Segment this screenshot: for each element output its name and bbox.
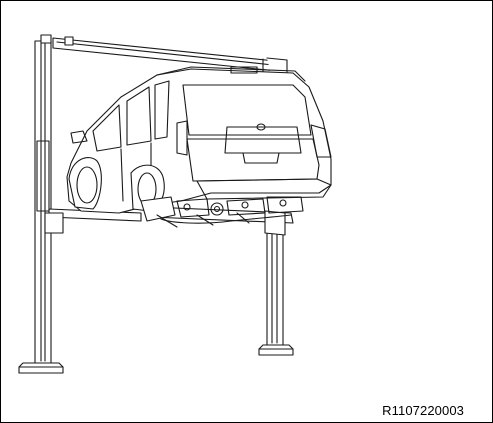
left-post (18, 34, 64, 374)
figure-code: R1107220003 (382, 403, 464, 418)
undercarriage (140, 196, 304, 228)
vehicle-body (66, 66, 332, 214)
right-post (258, 218, 294, 356)
